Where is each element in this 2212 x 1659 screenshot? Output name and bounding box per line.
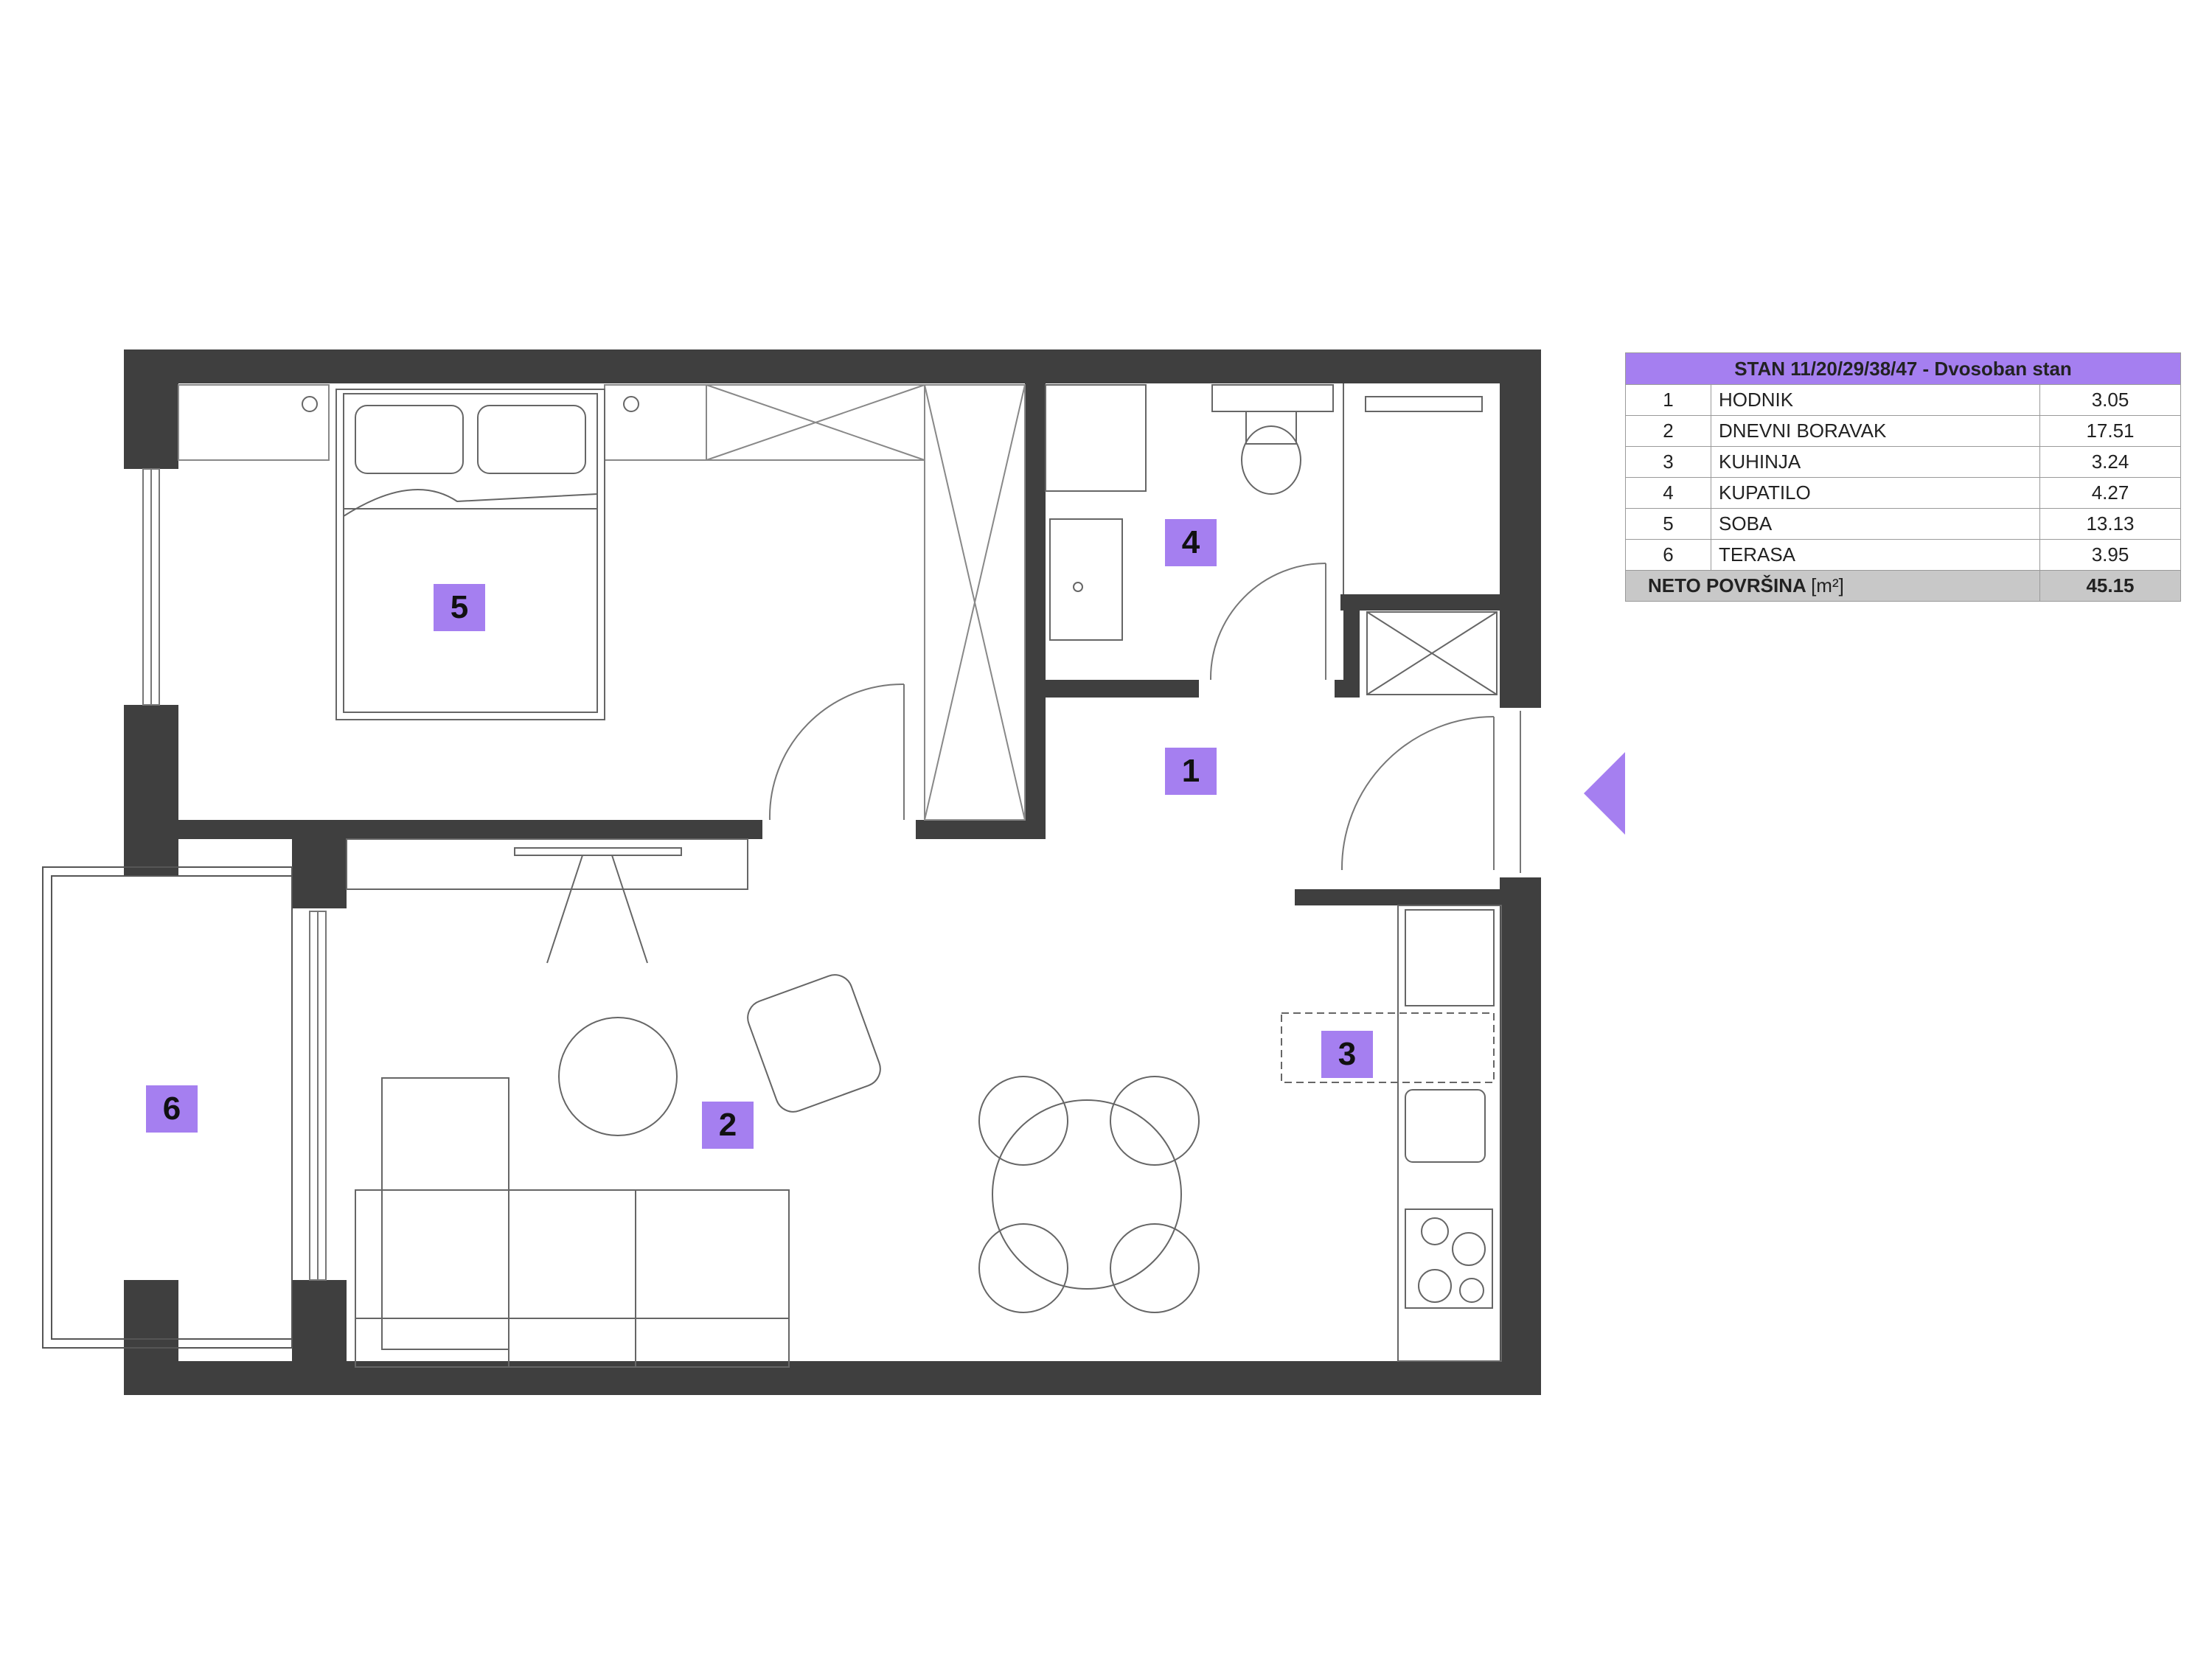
legend-row-num: 4: [1625, 477, 1711, 509]
wall-left-upper: [124, 349, 178, 469]
kitchen: [1281, 905, 1502, 1362]
legend-row: 6 TERASA 3.95: [1625, 539, 2181, 571]
wall-shaft: [1340, 594, 1501, 611]
legend-total-label: NETO POVRŠINA [m²]: [1625, 570, 2040, 602]
legend-row-area: 3.95: [2039, 539, 2181, 571]
area-legend-table: STAN 11/20/29/38/47 - Dvosoban stan 1 HO…: [1625, 352, 2181, 602]
wall-left-lower: [124, 1280, 178, 1395]
legend-title: STAN 11/20/29/38/47 - Dvosoban stan: [1625, 352, 2181, 385]
room-label-5: 5: [450, 589, 469, 625]
wall-right-upper: [1500, 349, 1541, 708]
total-unit-text: [m²]: [1811, 574, 1844, 597]
legend-row: 4 KUPATILO 4.27: [1625, 477, 2181, 509]
wall-kitchen-top: [1295, 889, 1501, 905]
living-furniture: [346, 838, 1200, 1368]
legend-row-num: 6: [1625, 539, 1711, 571]
legend-row-name: DNEVNI BORAVAK: [1711, 415, 2040, 447]
bathroom-fixtures: [1045, 383, 1498, 695]
room-label-3: 3: [1338, 1036, 1357, 1072]
bed: [302, 389, 639, 720]
room-label-2: 2: [718, 1107, 737, 1143]
legend-row-num: 1: [1625, 384, 1711, 416]
legend-row-num: 5: [1625, 508, 1711, 540]
wall-bath-left: [1025, 379, 1046, 839]
room-label-1: 1: [1181, 753, 1200, 789]
legend-row-num: 2: [1625, 415, 1711, 447]
legend-row-name: TERASA: [1711, 539, 2040, 571]
legend-row-area: 3.05: [2039, 384, 2181, 416]
doors: [768, 563, 1521, 873]
wardrobes: [178, 384, 1026, 821]
room-label-markers: [146, 519, 1373, 1149]
room-marker-1: [1165, 748, 1217, 795]
legend-row: 3 KUHINJA 3.24: [1625, 446, 2181, 478]
room-label-6: 6: [162, 1091, 181, 1127]
wall-right-lower: [1500, 877, 1541, 1394]
wall-left-pillar-lower: [292, 1280, 347, 1395]
wall-bedroom-bottom-b: [916, 820, 1046, 839]
legend-row-area: 3.24: [2039, 446, 2181, 478]
legend-row-area: 4.27: [2039, 477, 2181, 509]
legend-row: 2 DNEVNI BORAVAK 17.51: [1625, 415, 2181, 447]
room-marker-6: [146, 1085, 198, 1133]
legend-total-row: NETO POVRŠINA [m²] 45.15: [1625, 570, 2181, 602]
room-label-4: 4: [1181, 524, 1200, 560]
total-label-text: NETO POVRŠINA: [1648, 574, 1806, 597]
legend-header: STAN 11/20/29/38/47 - Dvosoban stan: [1625, 352, 2181, 385]
room-marker-3: [1321, 1031, 1373, 1078]
wall-top: [124, 349, 1541, 383]
legend-row-area: 17.51: [2039, 415, 2181, 447]
legend-row-area: 13.13: [2039, 508, 2181, 540]
terrace: [42, 866, 293, 1349]
legend-row-num: 3: [1625, 446, 1711, 478]
wall-pillar: [292, 838, 347, 908]
windows: [142, 468, 327, 1281]
room-marker-4: [1165, 519, 1217, 566]
legend-row: 1 HODNIK 3.05: [1625, 384, 2181, 416]
legend-row: 5 SOBA 13.13: [1625, 508, 2181, 540]
wall-bath-bottom-a: [1046, 680, 1199, 698]
legend-row-name: KUHINJA: [1711, 446, 2040, 478]
room-marker-5: [434, 584, 485, 631]
entrance-arrow-icon: [1584, 752, 1625, 835]
legend-row-name: SOBA: [1711, 508, 2040, 540]
walls: [124, 349, 1541, 1395]
room-marker-2: [702, 1102, 754, 1149]
wall-left-mid: [124, 705, 178, 876]
wall-shaft-left: [1343, 594, 1360, 698]
wall-bedroom-bottom-a: [124, 820, 762, 839]
legend-row-name: KUPATILO: [1711, 477, 2040, 509]
legend-row-name: HODNIK: [1711, 384, 2040, 416]
legend-total-area: 45.15: [2039, 570, 2181, 602]
